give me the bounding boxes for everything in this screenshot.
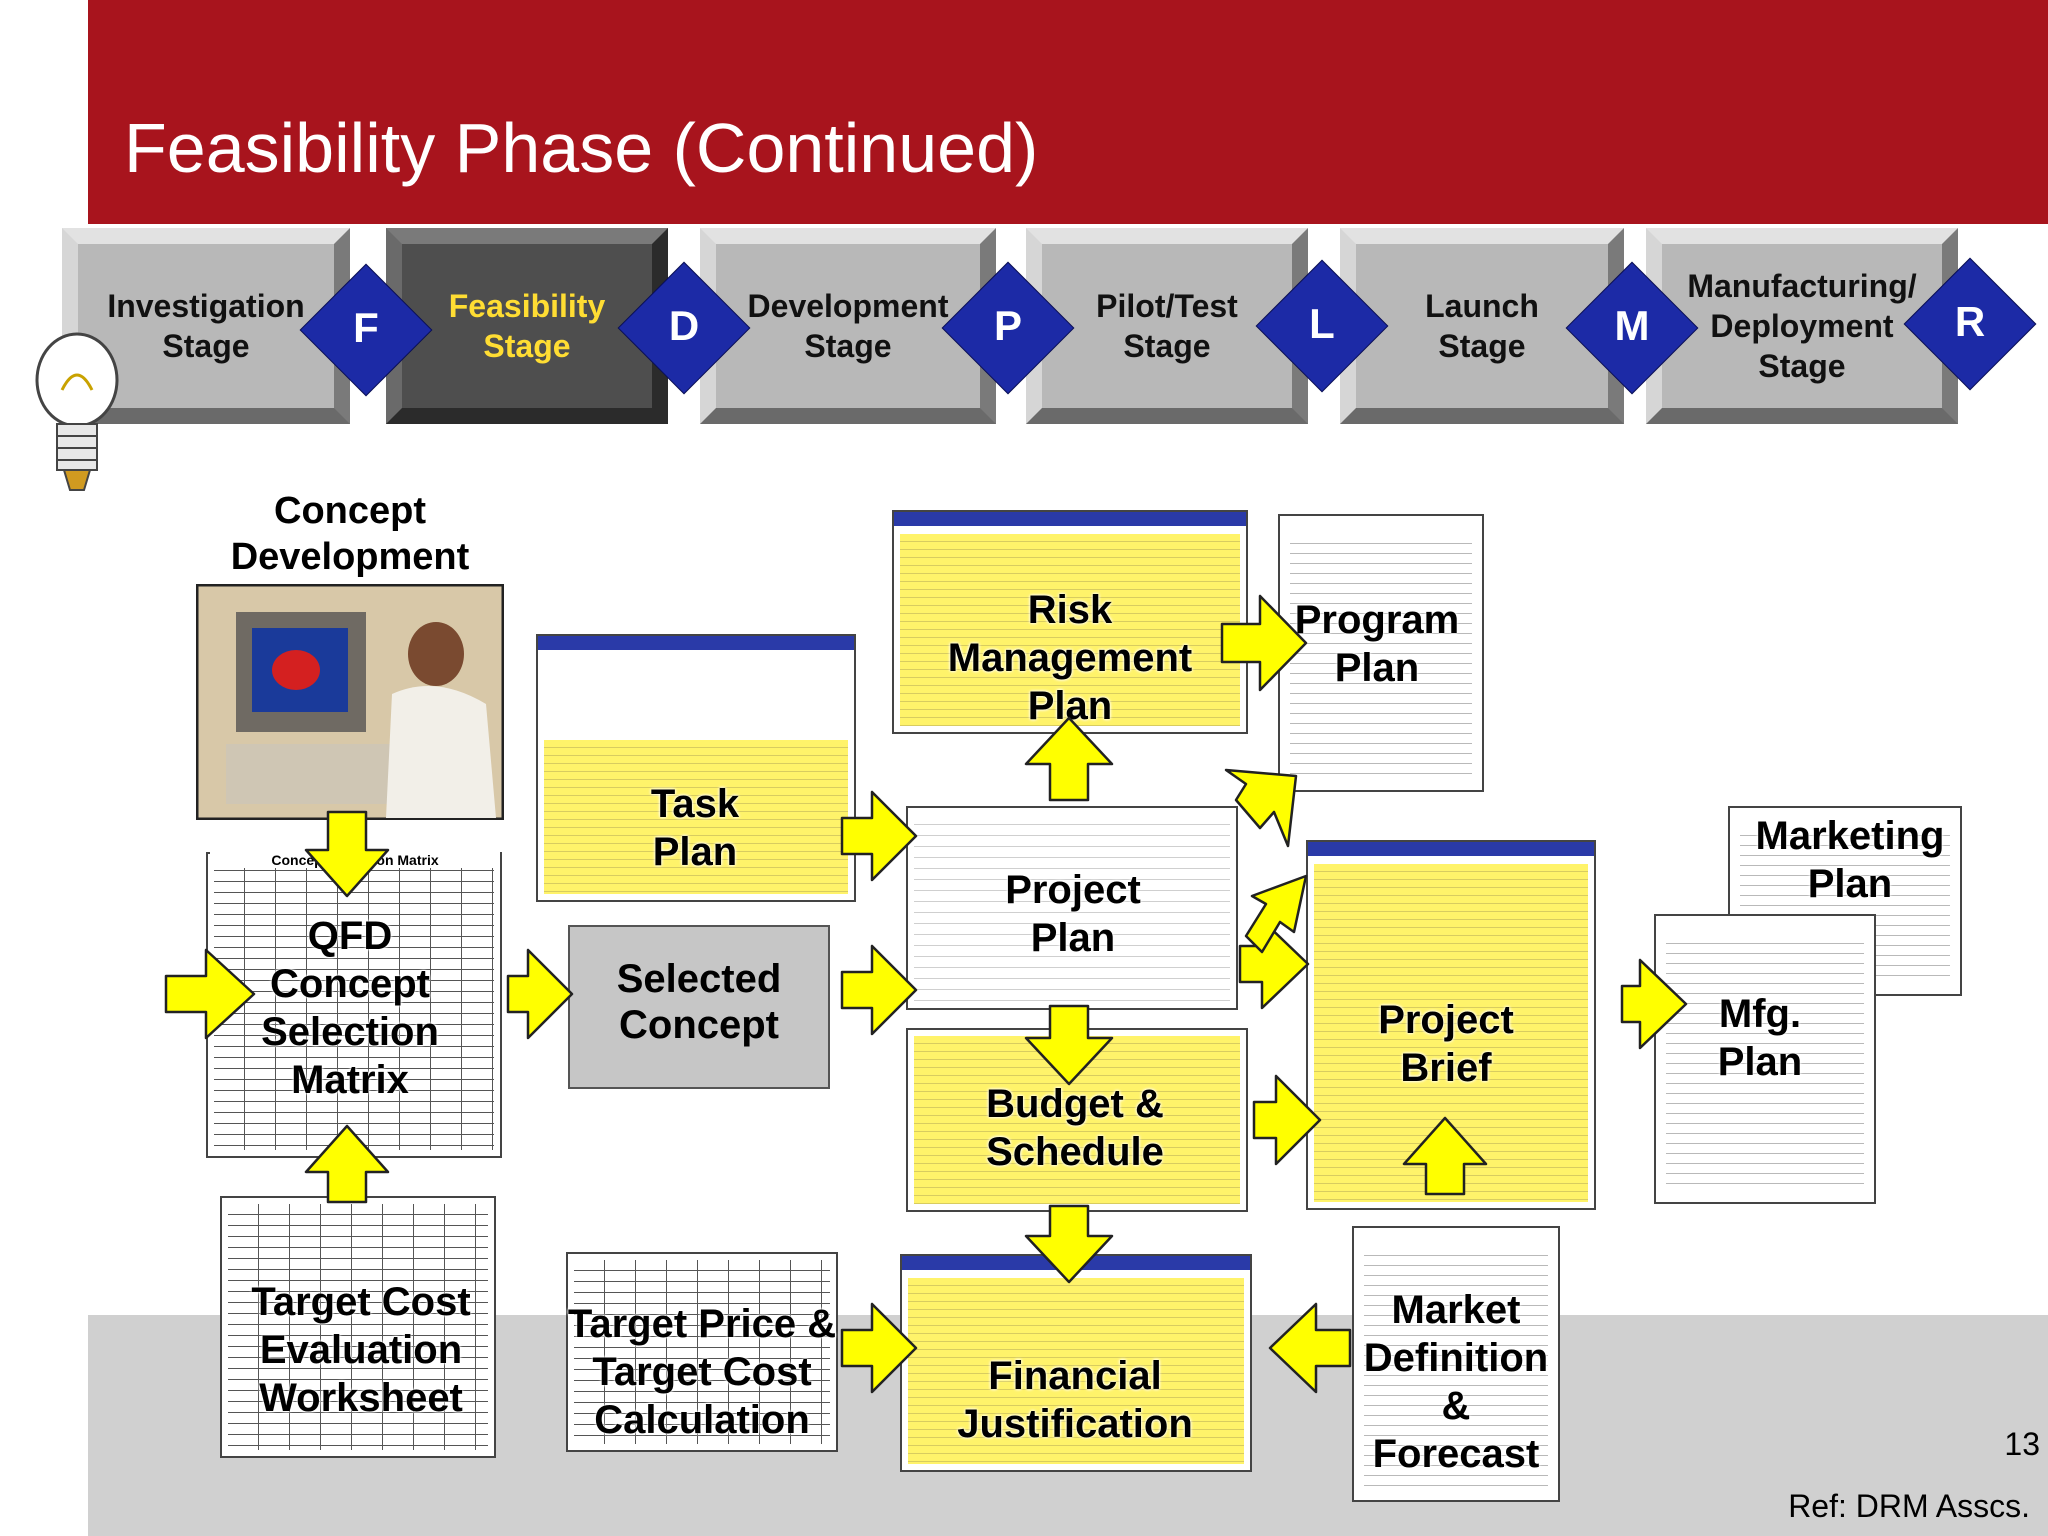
- stage-label: Investigation Stage: [107, 288, 305, 364]
- task-plan-label: Task Plan: [650, 782, 740, 874]
- project-plan-label: Project Plan: [1005, 868, 1141, 960]
- task-plan-document: [536, 634, 856, 902]
- gate-p-label: P: [993, 302, 1022, 349]
- arrow-icon: [506, 948, 574, 1040]
- qfd-concept-selection-matrix-label: QFD Concept Selection Matrix: [261, 914, 439, 1102]
- arrow-icon: [1620, 958, 1688, 1050]
- financial-justification-document: [900, 1254, 1252, 1472]
- budget-schedule-label: Budget & Schedule: [986, 1082, 1164, 1174]
- gate-d-label: D: [668, 302, 700, 349]
- arrow-icon: [840, 944, 918, 1036]
- stage-label: Development Stage: [747, 288, 949, 364]
- gate-f-label: F: [353, 304, 379, 351]
- target-price-calculation-label: Target Price & Target Cost Calculation: [567, 1302, 837, 1442]
- stage-label: Pilot/Test Stage: [1096, 288, 1238, 364]
- page-number: 13: [2004, 1426, 2040, 1462]
- qfd-matrix-document: [206, 852, 502, 1158]
- target-price-document: [566, 1252, 838, 1452]
- lightbulb-icon: [35, 332, 119, 491]
- program-plan-label: Program Plan: [1294, 598, 1460, 690]
- arrow-icon: [1402, 1116, 1488, 1196]
- arrow-icon: [1268, 1302, 1352, 1394]
- title-bar: Feasibility Phase (Continued): [88, 0, 2048, 224]
- arrow-icon: [164, 948, 256, 1040]
- mfg-plan-document: [1654, 914, 1876, 1204]
- concept-development-label: Concept Development: [230, 490, 470, 578]
- gate-m-label: M: [1614, 302, 1650, 349]
- gate-r-label: R: [1954, 298, 1986, 345]
- stage-label: Launch Stage: [1425, 288, 1539, 364]
- selected-concept-box: [568, 925, 830, 1089]
- project-brief-label: Project Brief: [1378, 998, 1514, 1090]
- arrow-icon: [304, 810, 390, 898]
- marketing-plan-label: Marketing Plan: [1755, 814, 1945, 906]
- gate-l-label: L: [1309, 300, 1335, 347]
- target-cost-evaluation-label: Target Cost Evaluation Worksheet: [251, 1280, 471, 1420]
- arrow-icon: [1224, 768, 1298, 848]
- project-plan-document: [906, 806, 1238, 1010]
- computer-user-photo: [196, 584, 504, 820]
- arrow-icon: [840, 1302, 918, 1394]
- stage-launch: Launch Stage: [1340, 228, 1624, 424]
- financial-justification-label: Financial Justification: [957, 1354, 1193, 1446]
- market-definition-document: [1352, 1226, 1560, 1502]
- slide-title: Feasibility Phase (Continued): [124, 109, 1039, 187]
- stage-label: Manufacturing/ Deployment Stage: [1687, 268, 1917, 384]
- risk-management-document: [892, 510, 1248, 734]
- arrow-icon: [1024, 1004, 1114, 1086]
- stage-pilot-test: Pilot/Test Stage: [1026, 228, 1308, 424]
- arrow-icon: [1220, 594, 1308, 692]
- arrow-icon: [1252, 1074, 1322, 1166]
- mfg-plan-label: Mfg. Plan: [1717, 992, 1803, 1084]
- market-definition-forecast-label: Market Definition & Forecast: [1363, 1288, 1549, 1476]
- stage-label: Feasibility Stage: [448, 288, 606, 364]
- arrow-icon: [1024, 1204, 1114, 1284]
- arrow-icon: [304, 1124, 390, 1204]
- arrow-icon: [1244, 874, 1308, 954]
- program-plan-document: [1278, 514, 1484, 792]
- reference-note: Ref: DRM Asscs.: [1788, 1488, 2030, 1524]
- arrow-icon: [1024, 716, 1114, 802]
- arrow-icon: [840, 790, 918, 882]
- selected-concept-label: Selected Concept: [616, 957, 782, 1047]
